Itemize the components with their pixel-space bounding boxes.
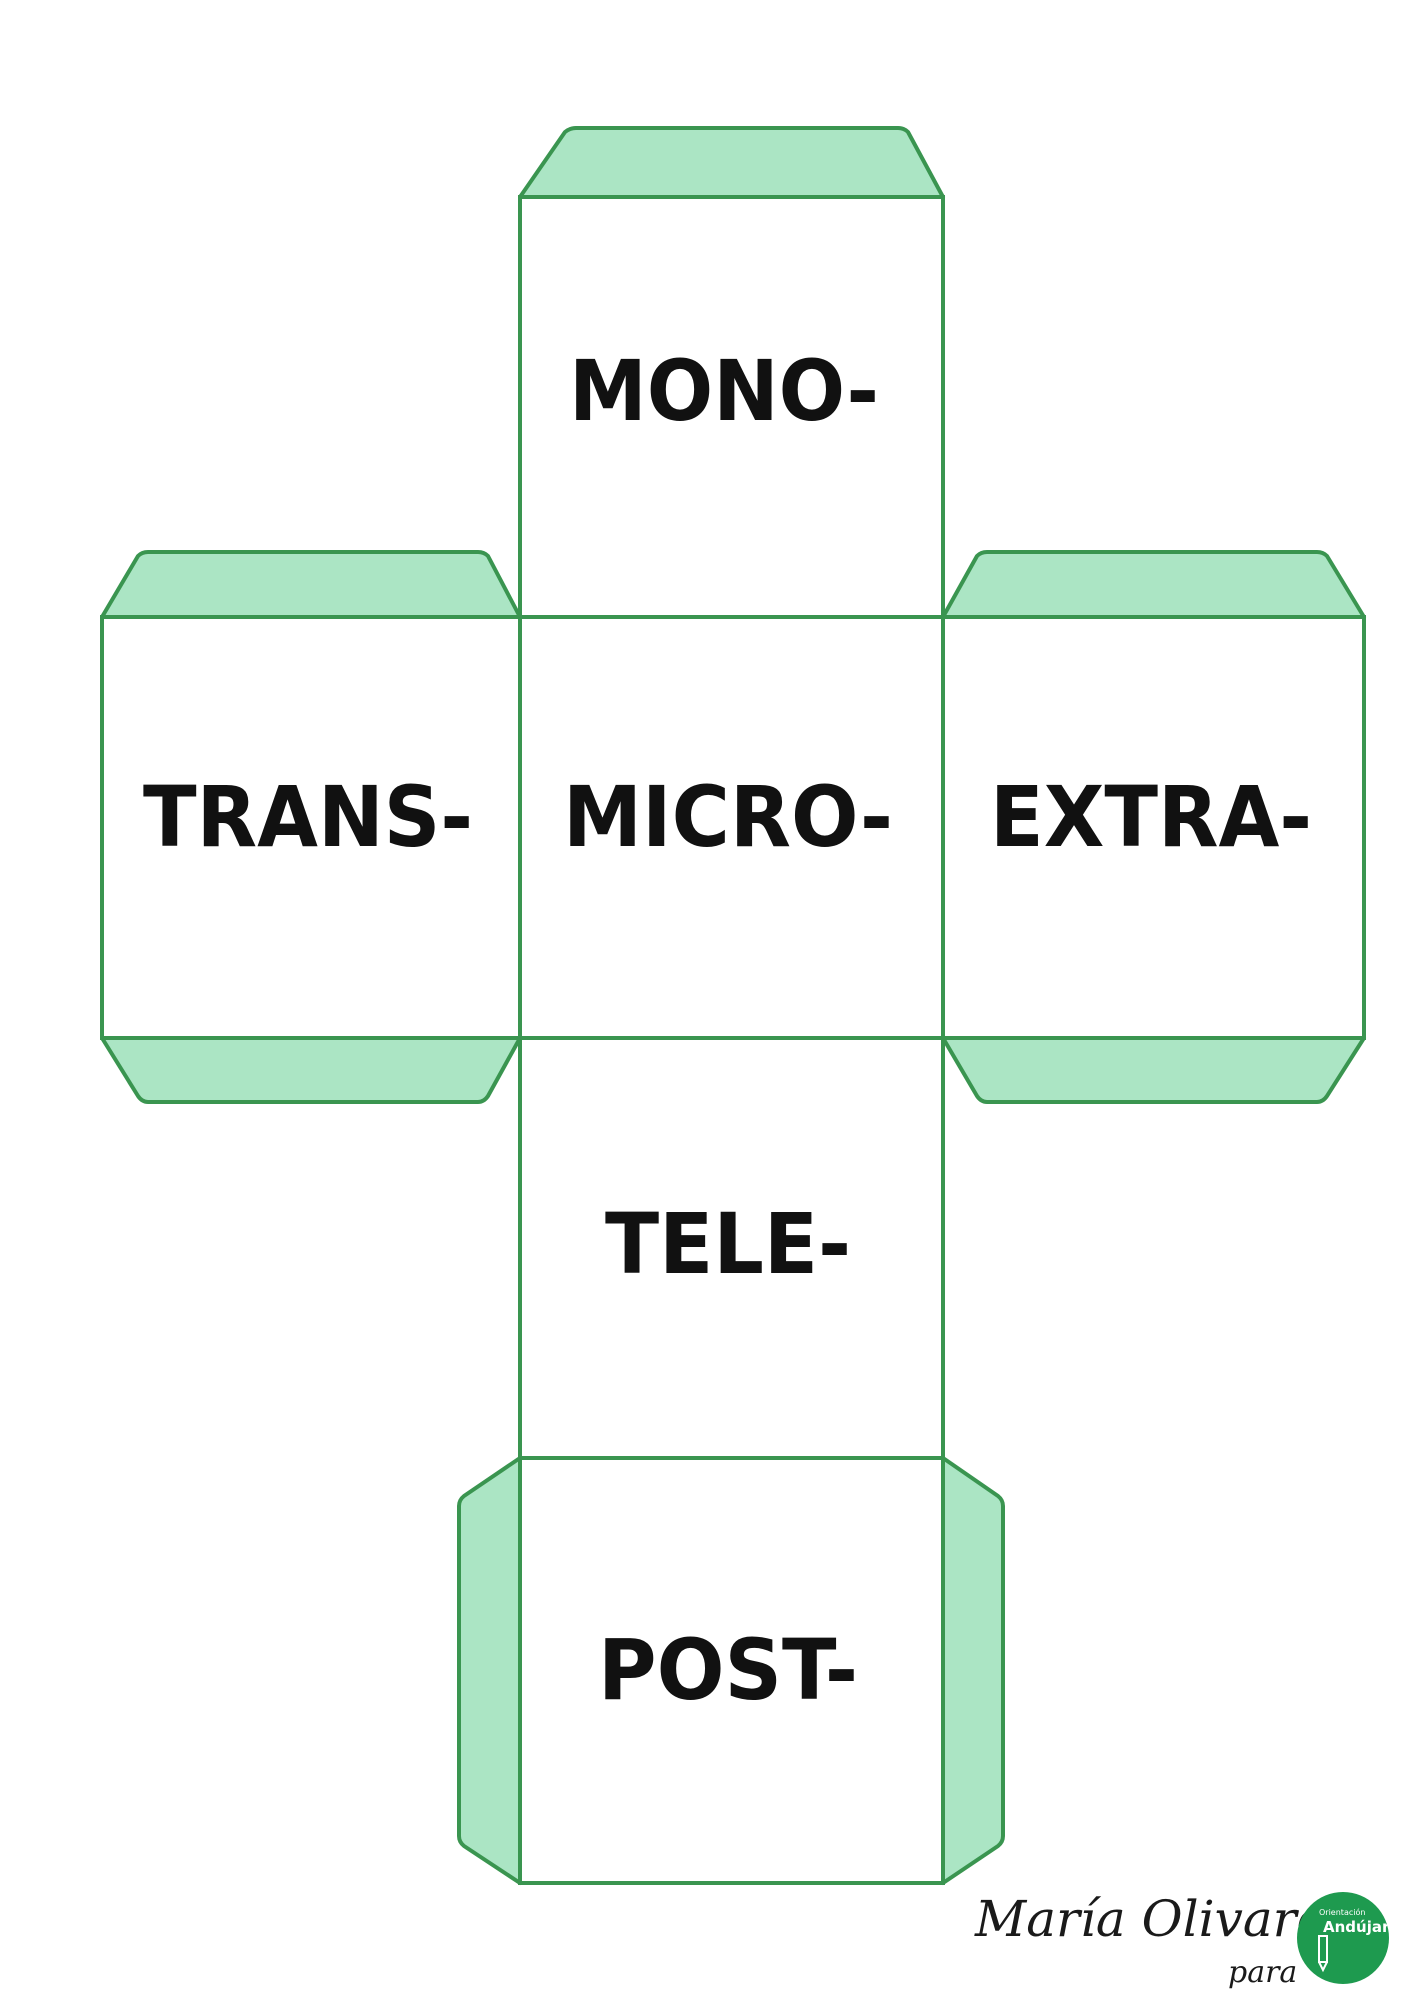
face-lower	[518, 1036, 945, 1460]
flap-right-bottom	[941, 1036, 1366, 1104]
face-top	[518, 195, 945, 619]
face-label-left: TRANS-	[143, 768, 473, 866]
flap-bottom-left	[457, 1456, 522, 1885]
pencil-icon	[1318, 1935, 1328, 1973]
flap-left-bottom	[100, 1036, 522, 1104]
face-center	[518, 615, 945, 1040]
face-label-bottom: POST-	[598, 1621, 858, 1719]
logo-main-text: Andújar	[1323, 1918, 1390, 1936]
face-label-lower: TELE-	[605, 1195, 851, 1293]
face-label-right: EXTRA-	[990, 768, 1312, 866]
face-label-top: MONO-	[569, 342, 879, 440]
flap-right-top	[941, 550, 1366, 619]
flap-top	[518, 126, 945, 199]
logo-top-text: Orientación	[1319, 1908, 1366, 1917]
orientacion-andujar-logo: Orientación Andújar	[1297, 1892, 1389, 1984]
flap-left-top	[100, 550, 522, 619]
face-left	[100, 615, 522, 1040]
author-signature: María Olivares	[975, 1890, 1352, 1948]
face-bottom	[518, 1456, 945, 1885]
flap-bottom-right	[941, 1456, 1005, 1885]
face-label-center: MICRO-	[563, 768, 893, 866]
face-right	[941, 615, 1366, 1040]
author-para: para	[1228, 1955, 1298, 1990]
